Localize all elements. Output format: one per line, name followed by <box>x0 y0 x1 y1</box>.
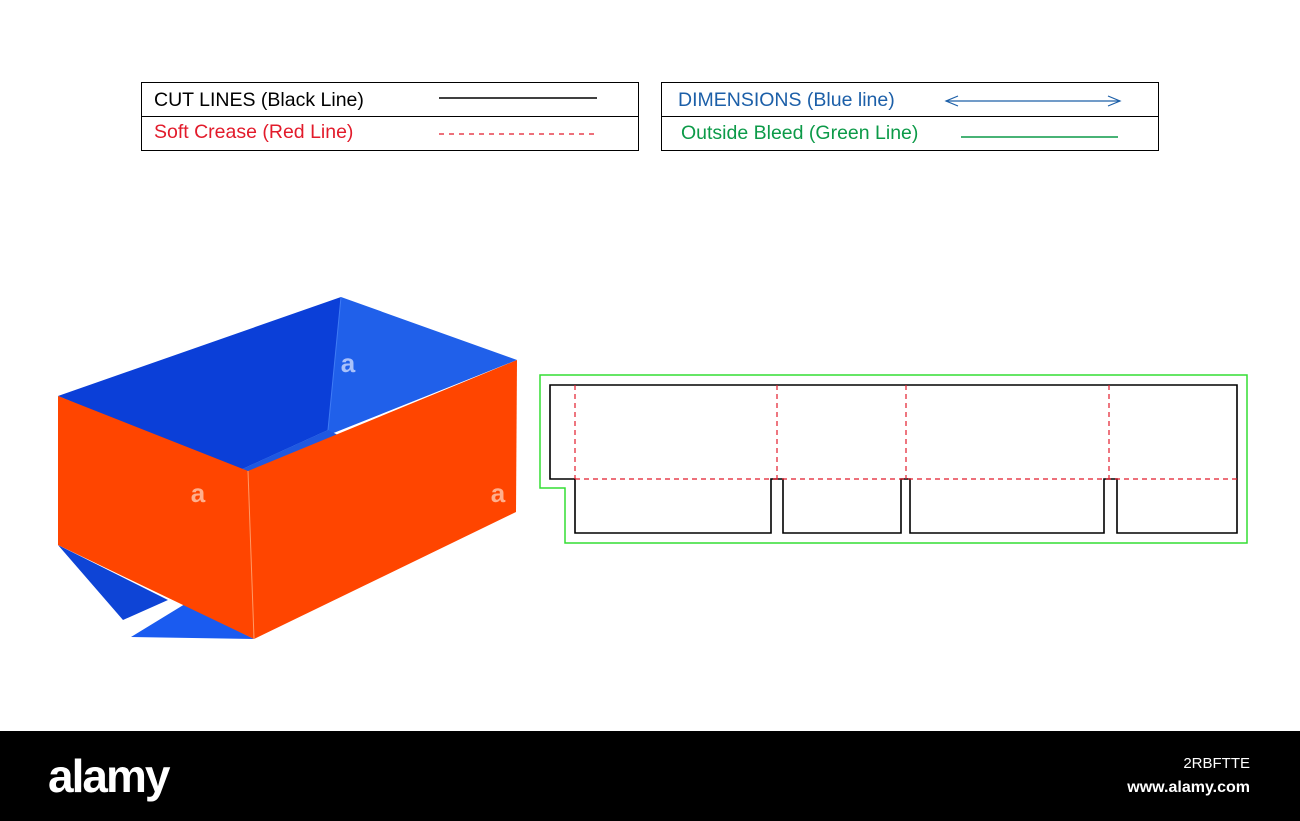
cut-line <box>549 384 1238 534</box>
inner-wall-right <box>238 297 517 471</box>
crease-lines <box>574 385 1237 480</box>
face-label-front: a <box>191 478 206 508</box>
legend-box-right: DIMENSIONS (Blue line) Outside Bleed (Gr… <box>661 82 1159 151</box>
brand-logo: alamy <box>48 750 170 802</box>
footer-banner: alamy 2RBFTTE www.alamy.com <box>0 731 1300 821</box>
soft-crease-sample <box>439 133 597 135</box>
box-3d: a a a <box>58 296 517 640</box>
bottom-flap-left <box>58 545 168 620</box>
image-code: 2RBFTTE <box>1183 755 1250 772</box>
dieline <box>539 374 1248 544</box>
dimensions-arrow-icon <box>944 95 1122 107</box>
packaging-diagram: a a a <box>58 296 1248 640</box>
face-label-inner: a <box>341 348 356 378</box>
legend-divider <box>142 116 638 117</box>
face-label-side: a <box>491 478 506 508</box>
inner-floor <box>238 430 340 474</box>
legend-divider <box>662 116 1158 117</box>
box-edge <box>327 296 342 431</box>
soft-crease-label: Soft Crease (Red Line) <box>154 121 354 143</box>
inner-wall-back <box>58 297 341 471</box>
box-edge <box>247 470 255 640</box>
cut-lines-label: CUT LINES (Black Line) <box>154 89 364 111</box>
legend-box-left: CUT LINES (Black Line) Soft Crease (Red … <box>141 82 639 151</box>
outer-face-front <box>58 396 254 639</box>
bottom-flap-right <box>131 604 254 639</box>
bleed-line <box>539 374 1248 544</box>
outside-bleed-label: Outside Bleed (Green Line) <box>681 122 919 144</box>
cut-line-sample <box>439 97 597 99</box>
outside-bleed-sample <box>961 136 1118 138</box>
site-url[interactable]: www.alamy.com <box>1127 779 1250 796</box>
dimensions-label: DIMENSIONS (Blue line) <box>678 89 895 111</box>
outer-face-side <box>248 360 517 639</box>
